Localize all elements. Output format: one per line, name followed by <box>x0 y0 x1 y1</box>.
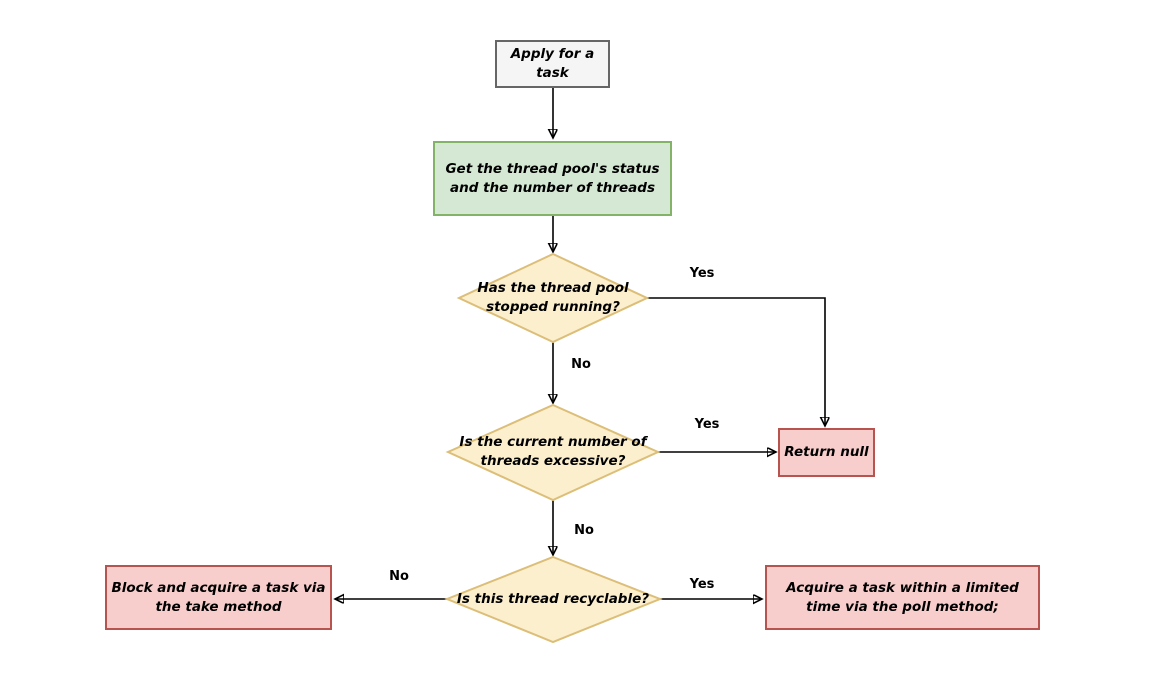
edge-label-excessive-yes: Yes <box>694 417 720 432</box>
decision-stopped-label: Has the thread pool stopped running? <box>453 272 653 324</box>
decision-recyclable-label: Is this thread recyclable? <box>433 586 673 612</box>
start-node: Apply for a task <box>495 40 610 88</box>
start-node-label: Apply for a task <box>510 46 595 81</box>
edge-label-stopped-no: No <box>571 357 591 372</box>
edge-label-stopped-yes: Yes <box>689 266 715 281</box>
result-node-return-null: Return null <box>778 428 875 477</box>
decision-diamond-stopped <box>456 252 650 344</box>
result-node-poll: Acquire a task within a limited time via… <box>765 565 1040 630</box>
result-node-take-label: Block and acquire a task via the take me… <box>111 579 326 615</box>
edge-stopped-yes-to-returnnull <box>647 297 825 426</box>
decision-excessive-text: Is the current number of threads excessi… <box>459 434 647 469</box>
edge-label-recyclable-no: No <box>389 569 409 584</box>
process-node-get-status: Get the thread pool's status and the num… <box>433 141 672 216</box>
result-node-return-null-label: Return null <box>784 444 869 461</box>
decision-diamond-recyclable <box>444 555 663 644</box>
process-node-get-status-label: Get the thread pool's status and the num… <box>445 160 660 196</box>
result-node-take: Block and acquire a task via the take me… <box>105 565 332 630</box>
decision-stopped-text: Has the thread pool stopped running? <box>477 280 629 315</box>
decision-excessive-label: Is the current number of threads excessi… <box>443 426 663 478</box>
edge-label-recyclable-yes: Yes <box>689 577 715 592</box>
decision-diamond-excessive <box>445 403 661 502</box>
result-node-poll-label: Acquire a task within a limited time via… <box>786 579 1019 615</box>
decision-recyclable-text: Is this thread recyclable? <box>456 590 650 607</box>
edge-label-excessive-no: No <box>574 523 594 538</box>
